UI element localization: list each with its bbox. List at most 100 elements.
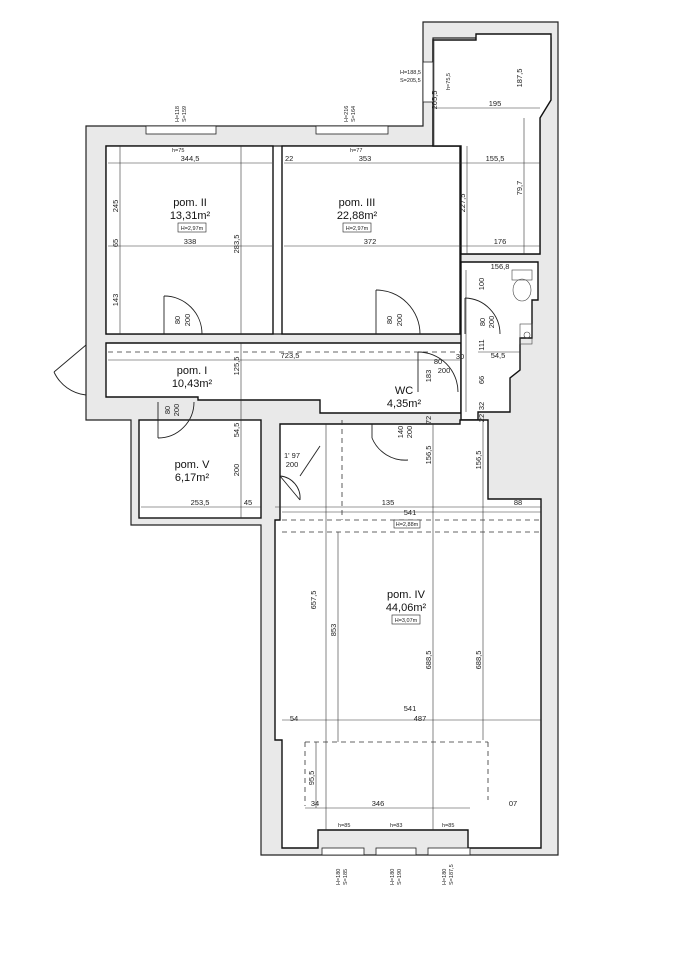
entrance-door[interactable] — [53, 343, 87, 397]
dim-label: 346 — [372, 799, 385, 808]
window-label: h=85 — [442, 823, 454, 829]
dim-label: 487 — [414, 714, 427, 723]
room-pom-iii — [281, 145, 461, 335]
toilet-bowl — [512, 278, 532, 302]
dim-label: 22 — [477, 414, 486, 422]
dim-label: 338 — [184, 237, 197, 246]
room-area: 4,35m² — [387, 398, 422, 410]
window-bottom-3 — [427, 847, 471, 856]
dim-label: 34 — [311, 799, 319, 808]
window-label: S=185 — [343, 869, 349, 885]
dim-label: 372 — [364, 237, 377, 246]
toilet — [511, 269, 533, 281]
dim-label: 07 — [509, 799, 517, 808]
door-wc-upper[interactable] — [464, 297, 501, 335]
window-label: S=159 — [182, 106, 188, 122]
dim-label: 195 — [489, 99, 502, 108]
window-top-1 — [145, 125, 217, 135]
dim-label: 54,5 — [232, 423, 241, 438]
window-label: S=164 — [351, 106, 357, 122]
door-pom-iv[interactable] — [371, 424, 409, 461]
window-label: H=118 — [175, 106, 181, 122]
dim-label: 125,5 — [232, 357, 241, 376]
dim-label: 688,5 — [474, 651, 483, 670]
mezzanine-height: H=2,88m — [396, 522, 419, 528]
door-height: 200 — [438, 366, 451, 375]
window-top-3 — [422, 61, 434, 103]
room-name: pom. II — [173, 197, 207, 209]
room-upper-right — [432, 33, 552, 255]
room-pom-iv — [274, 419, 542, 849]
dim-label: 72 — [424, 416, 433, 424]
door-height: 200 — [395, 314, 404, 327]
dim-label: 200 — [232, 464, 241, 477]
dim-label: 156,8 — [491, 262, 510, 271]
window-label: h=83 — [390, 823, 402, 829]
door-pom-v[interactable] — [157, 401, 195, 439]
room-name: pom. I — [177, 365, 208, 377]
window-label: h=85 — [338, 823, 350, 829]
room-pom-ii — [105, 145, 274, 335]
dim-label: 183 — [424, 370, 433, 383]
dim-label: 344,5 — [181, 154, 200, 163]
door-pom-ii[interactable] — [163, 295, 203, 335]
dim-label: 54,5 — [491, 351, 506, 360]
window-label: H=216 — [344, 106, 350, 122]
room-pom-v — [138, 419, 262, 519]
dim-label: 688,5 — [424, 651, 433, 670]
window-label: H=180 — [336, 869, 342, 885]
dim-label: 657,5 — [309, 591, 318, 610]
door-width: 80 — [163, 406, 172, 414]
door-width: 80 — [173, 316, 182, 324]
dim-label: 156,5 — [474, 451, 483, 470]
window-label: h=75 — [172, 148, 184, 154]
window-bottom-2 — [375, 847, 417, 856]
dim-label: 54 — [290, 714, 298, 723]
dim-label: 853 — [329, 624, 338, 637]
room-area: 22,88m² — [337, 210, 378, 222]
window-bottom-1 — [321, 847, 365, 856]
dim-label: 156,5 — [424, 446, 433, 465]
window-label: S=187,5 — [449, 864, 455, 885]
dim-label: 353 — [359, 154, 372, 163]
room-area: 13,31m² — [170, 210, 211, 222]
dim-label: 32 — [477, 402, 486, 410]
window-label: S=205,5 — [400, 78, 421, 84]
room-name: pom. IV — [387, 589, 426, 601]
room-area: 44,06m² — [386, 602, 427, 614]
dim-label: 79,7 — [515, 181, 524, 196]
door-height: 200 — [286, 460, 299, 469]
room-height: H=3,07m — [395, 618, 418, 624]
dim-label: 100 — [477, 278, 486, 291]
door-height: 200 — [183, 314, 192, 327]
door-closet[interactable] — [279, 445, 321, 501]
room-name: WC — [395, 385, 413, 397]
door-height: 200 — [172, 404, 181, 417]
dim-label: 111 — [477, 339, 486, 350]
door-width: 80 — [478, 318, 487, 326]
dim-label: 65 — [111, 239, 120, 247]
room-height: H=2,97m — [346, 226, 369, 232]
window-label: h=75,5 — [446, 73, 452, 90]
door-pom-iii[interactable] — [375, 289, 421, 335]
window-label: S=190 — [397, 869, 403, 885]
window-top-2 — [315, 125, 389, 135]
sink — [519, 323, 533, 345]
dim-label: 45 — [244, 498, 252, 507]
dim-label: 245 — [111, 200, 120, 213]
room-area: 6,17m² — [175, 472, 210, 484]
window-label: H=180 — [390, 869, 396, 885]
room-area: 10,43m² — [172, 378, 213, 390]
window-label: h=77 — [350, 148, 362, 154]
door-wc-lower[interactable] — [417, 351, 459, 393]
door-height: 200 — [405, 426, 414, 439]
dim-label: 30 — [456, 352, 464, 361]
dim-label: 155,5 — [486, 154, 505, 163]
dim-label: 541 — [404, 704, 417, 713]
dim-label: 135 — [382, 498, 395, 507]
dim-label: 143 — [111, 294, 120, 307]
dim-label: 95,5 — [307, 771, 316, 786]
door-height: 200 — [487, 316, 496, 329]
door-width: 1' 97 — [284, 451, 300, 460]
door-width: 140 — [396, 426, 405, 439]
